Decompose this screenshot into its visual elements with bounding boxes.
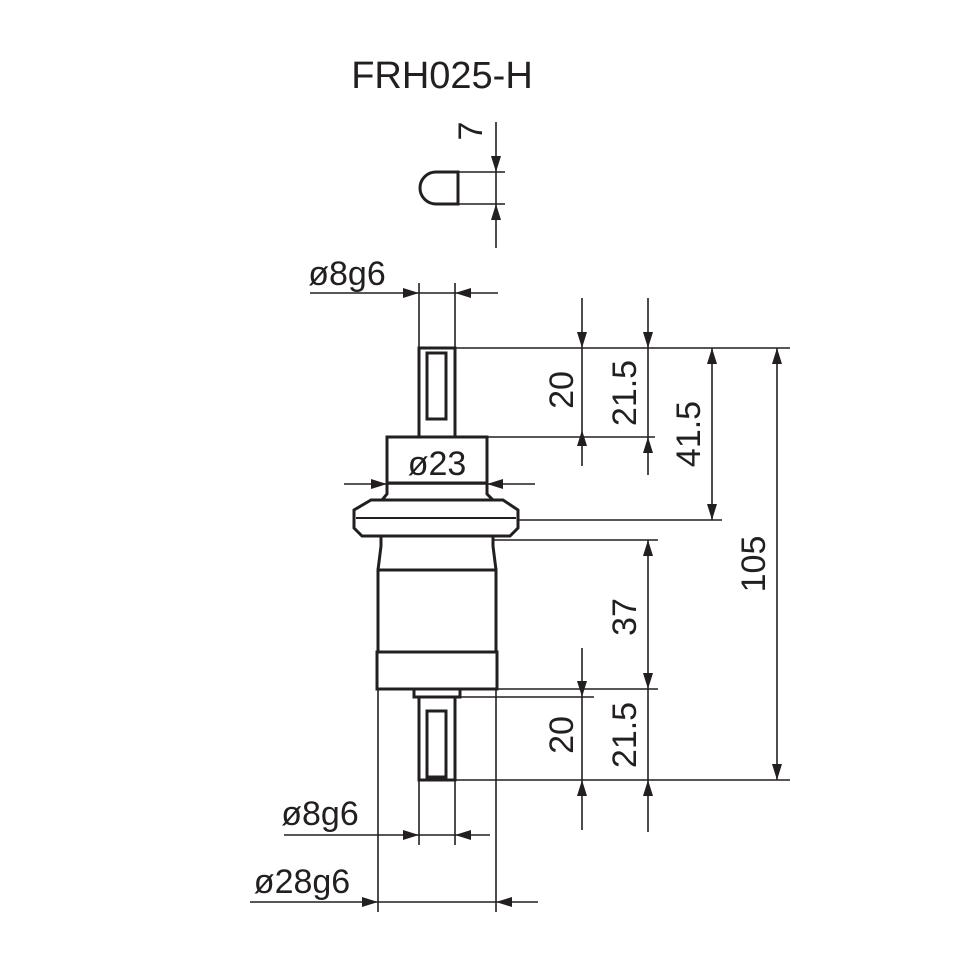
bottom-shaft [417,695,457,782]
bottom-shaft-total-length-dim: 21.5 [606,689,653,832]
bottom-shaft-length-dim: 20 [543,648,587,830]
bottom-shaft-diameter-dim: ø8g6 [281,780,490,845]
overall-length-label: 105 [735,536,773,593]
flange-diameter-dim: ø23 [344,445,535,489]
top-shaft-len-total-label: 21.5 [606,360,644,426]
flange-body [352,435,520,571]
bottom-shaft-dia-label: ø8g6 [281,795,359,833]
overall-length-dim: 105 [735,348,782,780]
body-dia-label: ø28g6 [254,863,350,901]
body-diameter-dim: ø28g6 [250,689,538,912]
top-shaft-length-dim: 20 [543,298,587,466]
top-to-flange-label: 41.5 [670,401,708,467]
body-length-dim: 37 [606,540,653,689]
key-detail: 7 [418,122,505,248]
body-len-label: 37 [606,598,644,636]
bottom-shaft-len-label: 20 [543,716,581,754]
flange-dia-label: ø23 [408,445,467,483]
drawing-title: FRH025-H [351,55,533,97]
top-to-flange-dim: 41.5 [670,348,717,520]
top-shaft [417,346,457,439]
top-shaft-len-label: 20 [543,371,581,409]
main-body [375,568,499,699]
key-width-label: 7 [452,122,490,141]
top-shaft-diameter-dim: ø8g6 [308,255,498,348]
bottom-shaft-len-total-label: 21.5 [606,702,644,768]
top-shaft-total-length-dim: 21.5 [606,298,653,475]
top-shaft-dia-label: ø8g6 [308,255,386,293]
extension-lines [455,347,790,781]
